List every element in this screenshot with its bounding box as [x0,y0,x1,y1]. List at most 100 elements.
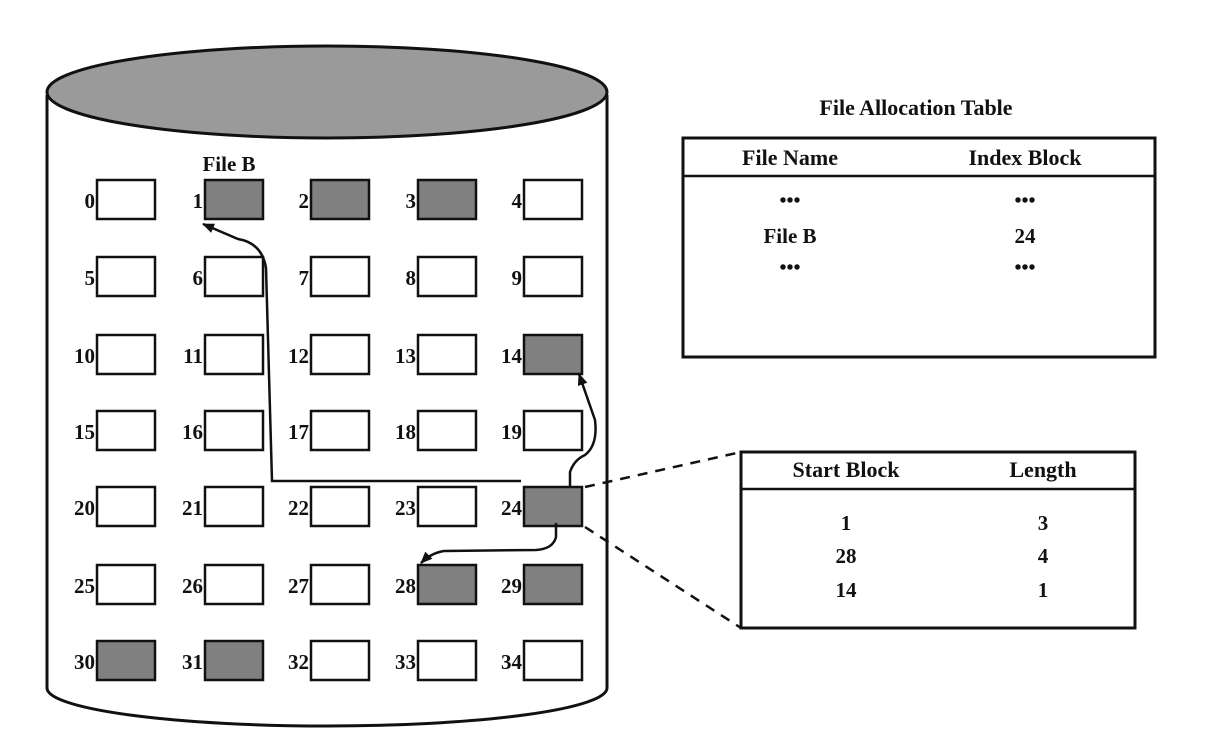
file-b-label: File B [202,152,255,176]
disk-block-label-25: 25 [74,574,95,598]
disk-block-7 [309,255,371,298]
disk-block-9 [522,255,584,298]
disk-block-label-22: 22 [288,496,309,520]
disk-block-label-19: 19 [501,420,522,444]
disk-block-10 [95,333,157,376]
disk-block-23 [416,485,478,528]
disk-block-30 [95,639,157,682]
disk-block-8 [416,255,478,298]
disk-block-label-31: 31 [182,650,203,674]
connector-top [584,450,742,489]
index-row-1-start: 28 [836,544,857,568]
disk-block-label-8: 8 [406,266,417,290]
disk-block-29 [522,563,584,606]
disk-block-28 [416,563,478,606]
fat-border [681,136,1157,359]
disk-block-label-5: 5 [85,266,96,290]
disk-block-14 [522,333,584,376]
disk-block-6 [203,255,265,298]
index-row-2-length: 1 [1038,578,1049,602]
index-connector [584,450,742,630]
disk-block-27 [309,563,371,606]
disk-block-label-6: 6 [193,266,204,290]
disk-block-19 [522,409,584,452]
disk-block-label-24: 24 [501,496,523,520]
fat-row-2-name: ••• [779,257,800,279]
disk-block-label-7: 7 [299,266,310,290]
index-table-border [739,450,1137,630]
disk-block-17 [309,409,371,452]
disk-top [45,44,609,140]
disk-block-12 [309,333,371,376]
fat-row-1-index: 24 [1015,224,1037,248]
disk-block-3 [416,178,478,221]
disk-block-label-13: 13 [395,344,416,368]
disk-block-26 [203,563,265,606]
disk-block-11 [203,333,265,376]
disk-block-label-16: 16 [182,420,203,444]
disk-cylinder [45,44,609,728]
disk-block-25 [95,563,157,606]
arrow-to-block-1 [202,222,521,483]
index-header-start-block: Start Block [793,457,901,482]
disk-block-label-26: 26 [182,574,203,598]
disk-block-label-28: 28 [395,574,416,598]
disk-block-21 [203,485,265,528]
disk-block-label-9: 9 [512,266,523,290]
disk-block-2 [309,178,371,221]
disk-block-label-11: 11 [183,344,203,368]
disk-block-34 [522,639,584,682]
disk-block-label-30: 30 [74,650,95,674]
arrow-to-block-28 [420,523,558,564]
index-header-length: Length [1009,457,1076,482]
disk-block-label-14: 14 [501,344,523,368]
disk-block-13 [416,333,478,376]
disk-block-label-17: 17 [288,420,309,444]
connector-bottom [584,525,742,630]
disk-block-label-23: 23 [395,496,416,520]
disk-block-label-20: 20 [74,496,95,520]
fat-header-index-block: Index Block [968,145,1082,170]
pointer-arrows [202,222,597,564]
index-row-2-start: 14 [836,578,858,602]
index-row-0-length: 3 [1038,511,1049,535]
disk-block-label-3: 3 [406,189,417,213]
index-row-0-start: 1 [841,511,852,535]
index-row-1-length: 4 [1038,544,1049,568]
disk-block-label-27: 27 [288,574,309,598]
disk-block-label-10: 10 [74,344,95,368]
fat-row-0-index: ••• [1014,190,1035,212]
disk-block-33 [416,639,478,682]
disk-block-16 [203,409,265,452]
fat-table: File Name Index Block ••• ••• File B 24 … [681,136,1157,359]
disk-block-label-34: 34 [501,650,523,674]
arrow-to-block-14 [568,373,597,487]
fat-row-1-name: File B [763,224,816,248]
fat-title: File Allocation Table [819,95,1012,120]
disk-block-22 [309,485,371,528]
disk-block-label-32: 32 [288,650,309,674]
disk-block-label-2: 2 [299,189,310,213]
disk-block-label-15: 15 [74,420,95,444]
disk-block-31 [203,639,265,682]
disk-block-label-1: 1 [193,189,204,213]
fat-row-0-name: ••• [779,190,800,212]
disk-block-24 [522,485,584,528]
disk-block-label-12: 12 [288,344,309,368]
disk-block-1 [203,178,265,221]
disk-block-4 [522,178,584,221]
disk-block-label-4: 4 [512,189,523,213]
disk-block-5 [95,255,157,298]
disk-block-0 [95,178,157,221]
disk-block-18 [416,409,478,452]
disk-block-label-18: 18 [395,420,416,444]
fat-row-2-index: ••• [1014,257,1035,279]
disk-block-32 [309,639,371,682]
disk-block-label-0: 0 [85,189,96,213]
disk-block-label-29: 29 [501,574,522,598]
disk-block-20 [95,485,157,528]
disk-block-label-33: 33 [395,650,416,674]
disk-block-label-21: 21 [182,496,203,520]
